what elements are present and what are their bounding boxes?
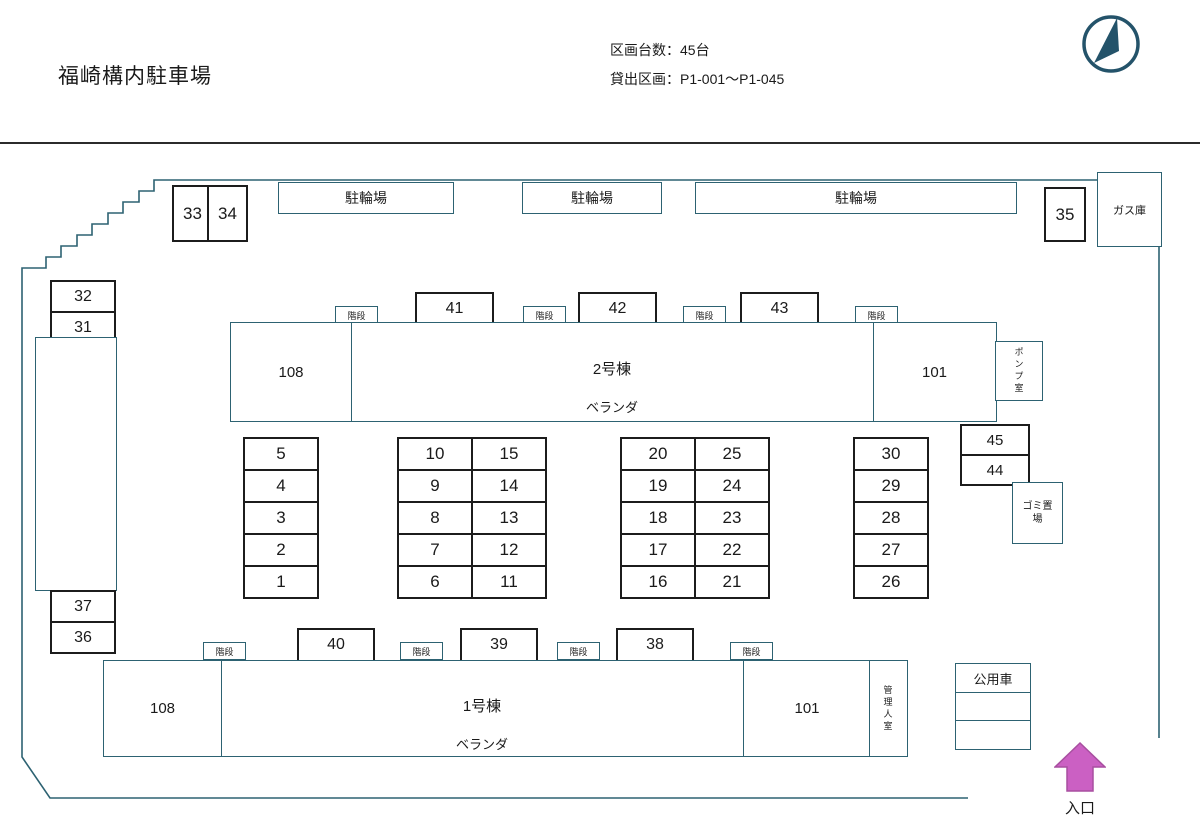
parking-space-33: 33 [172, 185, 213, 242]
grid-column-c-right: 25 24 23 22 21 [694, 437, 770, 599]
official-car-box: 公用車 [955, 663, 1031, 693]
entrance-label: 入口 [1064, 800, 1095, 817]
parking-space-11: 11 [471, 565, 547, 599]
parking-space-22: 22 [694, 533, 770, 567]
building-1-divider-right [743, 661, 744, 756]
unit-108-label: 108 [149, 700, 176, 717]
parking-space-25: 25 [694, 437, 770, 471]
gas-storage: ガス庫 [1097, 172, 1162, 247]
parking-space-12: 12 [471, 533, 547, 567]
parking-space-44: 44 [960, 454, 1030, 486]
compass-icon [1082, 15, 1140, 73]
bike-parking-1: 駐輪場 [278, 182, 454, 214]
parking-space-9: 9 [397, 469, 473, 503]
parking-space-24: 24 [694, 469, 770, 503]
unit-101-label: 101 [794, 700, 820, 717]
bike-parking-3: 駐輪場 [695, 182, 1017, 214]
official-car-empty-2 [955, 720, 1031, 750]
page-title: 福崎構内駐車場 [58, 65, 212, 88]
parking-space-26: 26 [853, 565, 929, 599]
parking-space-18: 18 [620, 501, 696, 535]
right-mid-column: 45 44 [960, 424, 1030, 486]
parking-space-28: 28 [853, 501, 929, 535]
parking-space-7: 7 [397, 533, 473, 567]
grid-column-b-left: 10 9 8 7 6 [397, 437, 473, 599]
parking-space-42: 42 [578, 292, 657, 326]
parking-space-5: 5 [243, 437, 319, 471]
parking-space-14: 14 [471, 469, 547, 503]
parking-space-41: 41 [415, 292, 494, 326]
building-2-name: 2号棟 [592, 360, 632, 378]
building-2: 108 2号棟 ベランダ 101 [230, 322, 997, 422]
veranda-label: ベランダ [455, 736, 508, 752]
pump-room: ポンプ室 [995, 341, 1043, 401]
parking-space-4: 4 [243, 469, 319, 503]
parking-space-17: 17 [620, 533, 696, 567]
grid-column-b-right: 15 14 13 12 11 [471, 437, 547, 599]
parking-space-8: 8 [397, 501, 473, 535]
left-reserved-area [35, 337, 117, 591]
parking-space-23: 23 [694, 501, 770, 535]
entrance-arrow-icon [1054, 742, 1106, 792]
parking-space-13: 13 [471, 501, 547, 535]
building-1: 108 1号棟 ベランダ 101 [103, 660, 872, 757]
parking-space-21: 21 [694, 565, 770, 599]
parking-space-29: 29 [853, 469, 929, 503]
parking-space-16: 16 [620, 565, 696, 599]
building-1-name: 1号棟 [462, 697, 502, 715]
unit-101-label: 101 [921, 363, 948, 381]
grid-column-d: 30 29 28 27 26 [853, 437, 929, 599]
stairs-label: 階段 [730, 642, 773, 660]
unit-108-label: 108 [278, 363, 304, 381]
parking-space-2: 2 [243, 533, 319, 567]
range-text: 貸出区画：P1-001～P1-045 [610, 71, 785, 87]
parking-space-30: 30 [853, 437, 929, 471]
parking-space-34: 34 [207, 185, 248, 242]
parking-space-45: 45 [960, 424, 1030, 456]
capacity-text: 区画台数：45台 [610, 42, 710, 58]
parking-space-10: 10 [397, 437, 473, 471]
stairs-label: 階段 [203, 642, 246, 660]
veranda-label: ベランダ [585, 399, 638, 415]
parking-space-3: 3 [243, 501, 319, 535]
building-2-divider-right [873, 323, 874, 421]
parking-space-40: 40 [297, 628, 375, 662]
parking-space-6: 6 [397, 565, 473, 599]
header-divider [0, 142, 1200, 144]
grid-column-a: 5 4 3 2 1 [243, 437, 319, 599]
parking-space-37: 37 [50, 590, 116, 623]
parking-space-1: 1 [243, 565, 319, 599]
parking-space-15: 15 [471, 437, 547, 471]
left-upper-column: 32 31 [50, 280, 116, 344]
parking-space-36: 36 [50, 621, 116, 654]
parking-space-39: 39 [460, 628, 538, 662]
parking-space-43: 43 [740, 292, 819, 326]
official-car-empty-1 [955, 691, 1031, 722]
official-car-column: 公用車 [955, 663, 1031, 750]
parking-space-27: 27 [853, 533, 929, 567]
grid-column-c-left: 20 19 18 17 16 [620, 437, 696, 599]
stairs-label: 階段 [400, 642, 443, 660]
trash-area: ゴミ置場 [1012, 482, 1063, 544]
parking-space-35: 35 [1044, 187, 1086, 242]
parking-space-38: 38 [616, 628, 694, 662]
left-lower-column: 37 36 [50, 590, 116, 654]
building-1-divider-left [221, 661, 222, 756]
building-2-divider-left [351, 323, 352, 421]
parking-space-20: 20 [620, 437, 696, 471]
parking-space-19: 19 [620, 469, 696, 503]
manager-room: 管理人室 [868, 660, 908, 757]
parking-space-32: 32 [50, 280, 116, 313]
bike-parking-2: 駐輪場 [522, 182, 662, 214]
stairs-label: 階段 [557, 642, 600, 660]
